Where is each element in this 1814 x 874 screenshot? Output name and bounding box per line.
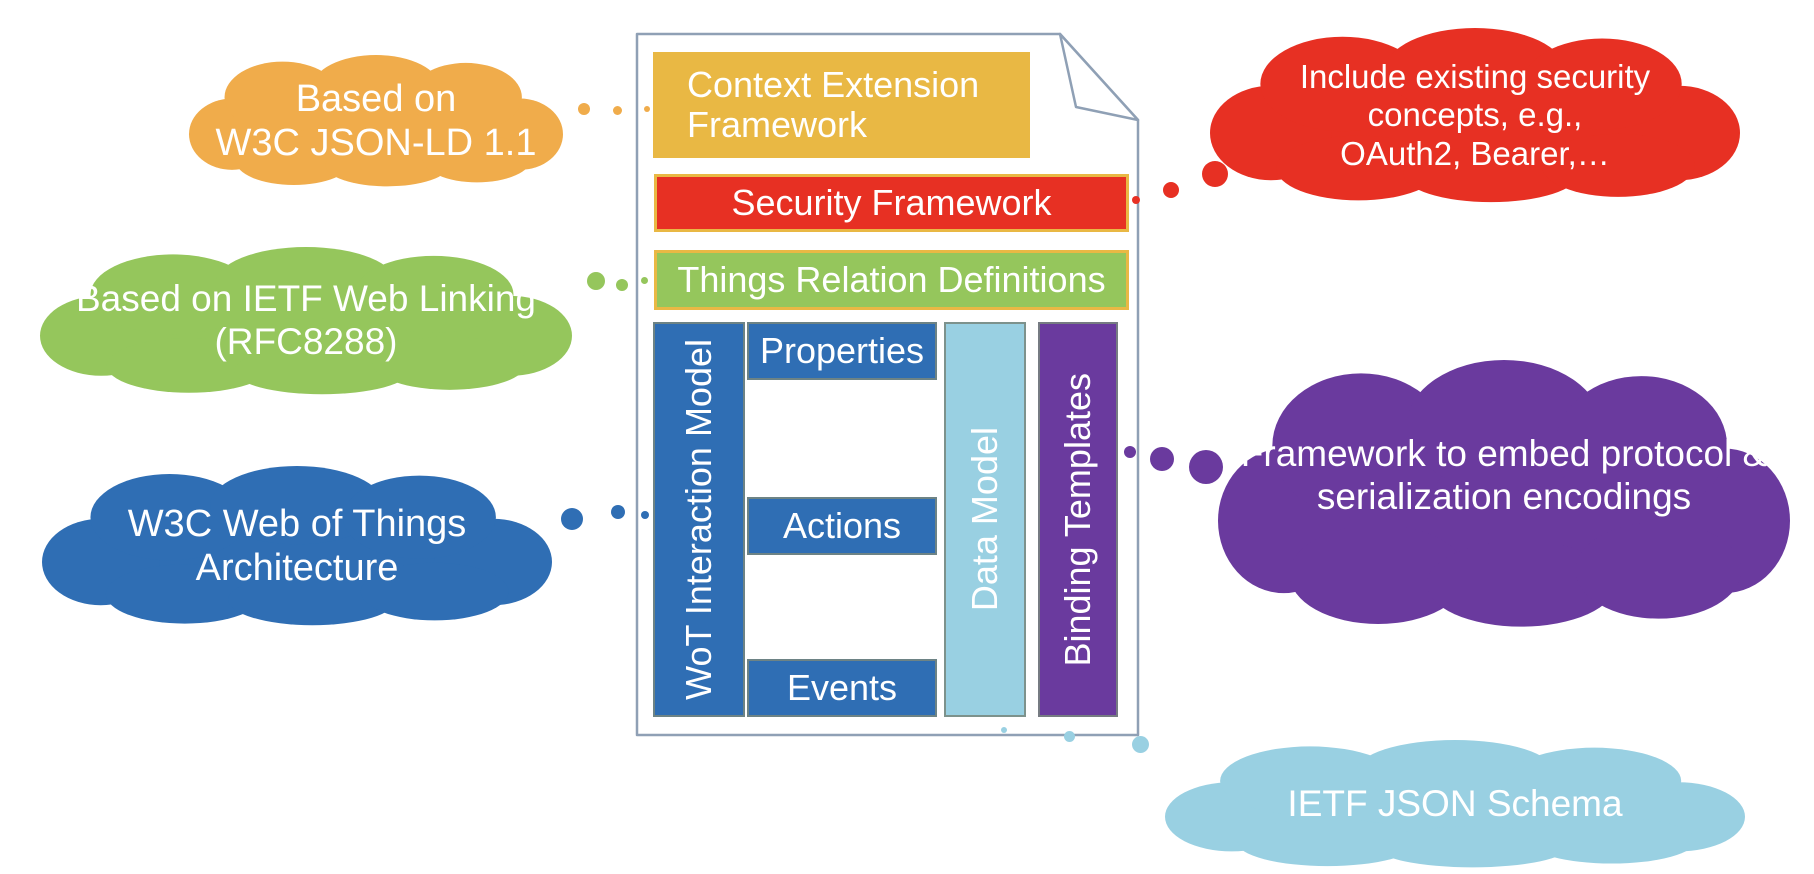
box-security-framework: Security Framework (654, 174, 1129, 232)
thought-dot (613, 106, 622, 115)
box-things-relation-label: Things Relation Definitions (677, 258, 1106, 300)
cloud-security-concepts-text: Include existing security concepts, e.g.… (1299, 58, 1651, 172)
box-data-model-label: Data Model (963, 427, 1005, 612)
cloud-json-schema: IETF JSON Schema (1165, 740, 1745, 868)
cloud-shape (42, 466, 552, 626)
cloud-wot-architecture-text: W3C Web of Things Architecture (127, 502, 467, 589)
thought-dot (1189, 450, 1223, 484)
box-actions-label: Actions (782, 504, 902, 546)
thought-dot (578, 103, 590, 115)
box-wot-interaction-model: WoT Interaction Model (653, 322, 745, 717)
thought-dot (1001, 727, 1007, 733)
cloud-json-schema-text: IETF JSON Schema (1287, 782, 1623, 824)
box-events: Events (747, 659, 937, 717)
box-things-relation-definitions: Things Relation Definitions (654, 250, 1129, 310)
cloud-security-concepts: Include existing security concepts, e.g.… (1210, 28, 1740, 203)
thought-dot (611, 505, 625, 519)
thought-dot (1124, 446, 1136, 458)
box-security-framework-label: Security Framework (731, 181, 1052, 223)
thought-dot (1064, 731, 1075, 742)
box-events-label: Events (786, 666, 898, 708)
cloud-binding-framework-text: Framework to embed protocol & serializat… (1240, 433, 1768, 517)
thought-dot (1163, 182, 1179, 198)
cloud-shape (1210, 28, 1740, 203)
box-binding-templates-label: Binding Templates (1056, 372, 1098, 667)
thought-dot (561, 508, 583, 530)
thought-dot (641, 277, 648, 284)
cloud-binding-framework: Framework to embed protocol & serializat… (1218, 360, 1790, 628)
document-folded-corner (1058, 32, 1140, 122)
thought-dot (644, 106, 650, 112)
thought-dot (587, 272, 605, 290)
box-wot-interaction-label: WoT Interaction Model (677, 339, 719, 700)
cloud-shape (40, 247, 572, 395)
thought-dot (1132, 736, 1149, 753)
box-context-extension-label: Context Extension Framework (687, 63, 980, 145)
cloud-wot-architecture: W3C Web of Things Architecture (42, 466, 552, 626)
thought-dot (616, 279, 628, 291)
cloud-json-ld: Based on W3C JSON-LD 1.1 (189, 55, 563, 187)
box-properties-label: Properties (759, 329, 925, 371)
cloud-web-linking-text: Based on IETF Web Linking (RFC8288) (75, 278, 536, 362)
cloud-shape (1165, 740, 1745, 868)
box-context-extension-framework: Context Extension Framework (653, 52, 1030, 158)
cloud-shape (1218, 360, 1790, 627)
cloud-json-ld-text: Based on W3C JSON-LD 1.1 (215, 77, 537, 164)
box-binding-templates: Binding Templates (1038, 322, 1118, 717)
thought-dot (641, 511, 649, 519)
box-actions: Actions (747, 497, 937, 555)
cloud-web-linking: Based on IETF Web Linking (RFC8288) (40, 247, 572, 395)
box-data-model: Data Model (944, 322, 1026, 717)
thought-dot (1202, 161, 1228, 187)
box-properties: Properties (747, 322, 937, 380)
thought-dot (1132, 196, 1140, 204)
cloud-shape (189, 55, 563, 187)
thought-dot (1150, 447, 1174, 471)
